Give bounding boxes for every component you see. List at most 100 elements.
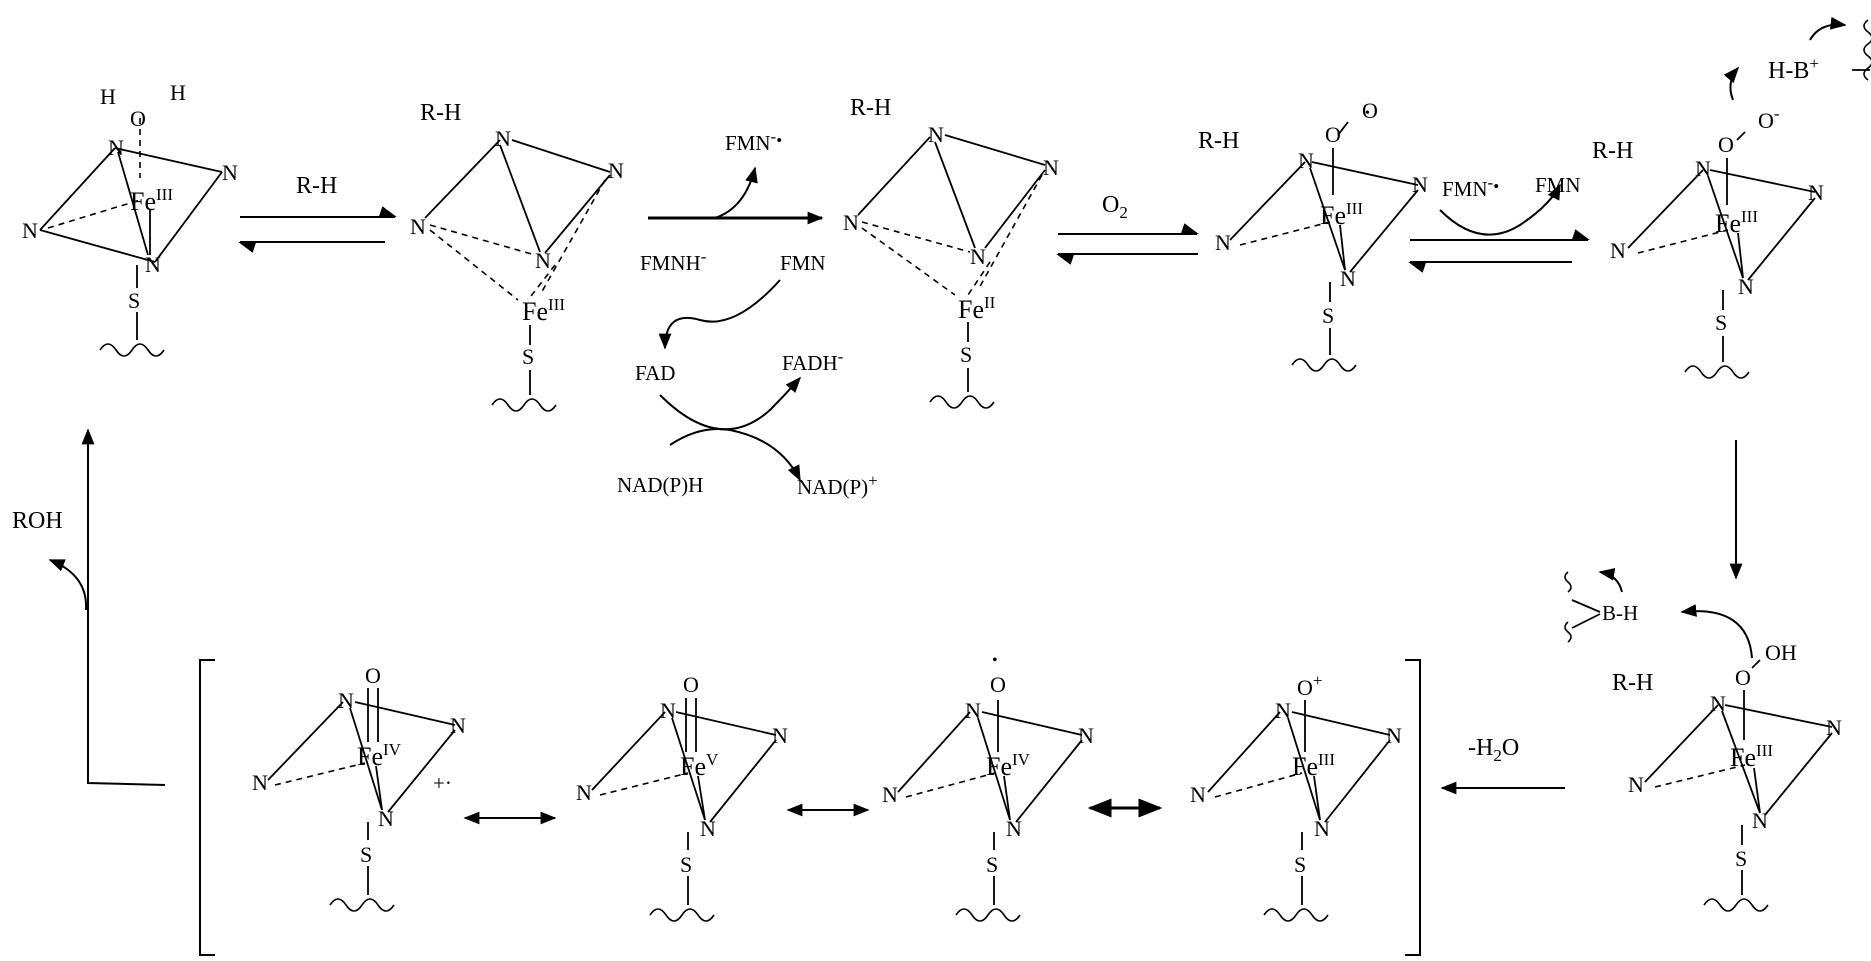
substrate-rh: R-H xyxy=(1592,138,1633,164)
heme-n: N xyxy=(882,782,898,807)
heme-n: N xyxy=(1078,723,1094,748)
substrate-label: R-H xyxy=(296,173,337,199)
heme-n: N xyxy=(660,698,676,723)
substrate-rh: R-H xyxy=(1198,128,1239,154)
heme-n: N xyxy=(252,770,268,795)
radical-dot: • xyxy=(992,652,998,669)
heme-n: N xyxy=(843,210,859,235)
distal-oxygen: O xyxy=(1362,98,1378,123)
heme-n: N xyxy=(1043,155,1059,180)
iron-atom: FeIII xyxy=(522,295,565,326)
heme-n: N xyxy=(608,158,624,183)
complex-substrate-bound-fe3: R-H N N N N FeIII S xyxy=(410,100,624,412)
complex-ferrous-fe2: R-H N N N N FeII S xyxy=(843,95,1059,409)
fad-label: FAD xyxy=(635,361,675,385)
cysteine-sulfur: S xyxy=(1735,846,1747,871)
cysteine-sulfur: S xyxy=(128,288,140,313)
iron-atom: FeIV xyxy=(357,740,402,771)
heme-n: N xyxy=(928,122,944,147)
distal-oxygen: O- xyxy=(1758,104,1780,133)
complex-ferric-superoxo: R-H • O O N N N N FeIII S xyxy=(1198,98,1428,372)
iron-atom: FeIII xyxy=(1320,199,1363,230)
oxo-oxygen: O xyxy=(683,672,699,697)
oxygen-binding-equilibrium: O2 xyxy=(1056,192,1199,265)
bracket-left xyxy=(199,659,215,956)
proximal-oxygen: O xyxy=(1325,122,1341,147)
base-label: B-H xyxy=(1602,601,1638,625)
substrate-binding-equilibrium: R-H xyxy=(238,173,397,253)
heme-n: N xyxy=(1386,723,1402,748)
iron-atom: FeIV xyxy=(986,750,1031,781)
heme-n: N xyxy=(1710,691,1726,716)
iron-atom: FeIII xyxy=(1715,207,1758,238)
heme-n: N xyxy=(1738,274,1754,299)
cysteine-sulfur: S xyxy=(1715,310,1727,335)
heme-n: N xyxy=(1412,172,1428,197)
cysteine-sulfur: S xyxy=(680,852,692,877)
heme-n: N xyxy=(772,723,788,748)
oxo-oxygen: O+ xyxy=(1297,671,1322,700)
heme-n: N xyxy=(108,135,124,160)
iron-atom: FeV xyxy=(680,750,719,781)
heme-n: N xyxy=(576,780,592,805)
heme-n: N xyxy=(1275,698,1291,723)
heme-n: N xyxy=(1826,715,1842,740)
fmn-label: FMN xyxy=(1535,173,1581,197)
heme-n: N xyxy=(970,244,986,269)
heme-n: N xyxy=(22,218,38,243)
second-electron-transfer: FMN-• FMN xyxy=(1408,173,1590,273)
proximal-oxygen: O xyxy=(1718,132,1734,157)
fmn-radical-label: FMN-• xyxy=(1442,173,1499,201)
radical-cation-label: +· xyxy=(433,771,452,795)
iron-atom: FeIII xyxy=(130,185,173,216)
heme-n: N xyxy=(535,248,551,273)
heme-n: N xyxy=(1190,782,1206,807)
fmnh-label: FMNH- xyxy=(640,247,707,275)
nadp-label: NAD(P)+ xyxy=(797,471,878,499)
heme-n: N xyxy=(450,713,466,738)
protonated-base: H-B+ xyxy=(1768,54,1819,84)
first-electron-transfer: FMN-• FMNH- FMN FAD FADH- NAD(P)H NAD(P)… xyxy=(617,127,878,499)
nadph-label: NAD(P)H xyxy=(617,473,703,497)
substrate-rh: R-H xyxy=(850,95,891,121)
complex-ferric-peroxo: R-H O- O N N N N FeIII S H-B+ xyxy=(1592,16,1871,379)
cysteine-sulfur: S xyxy=(986,852,998,877)
proximal-oxygen: O xyxy=(1735,665,1751,690)
complex-resting-water-bound: H H O N N N N FeIII S xyxy=(22,80,238,357)
compound-i-resonance-d: O+ N N N N FeIII S xyxy=(1190,671,1402,922)
oxo-oxygen: O xyxy=(365,663,381,688)
water-h-right: H xyxy=(170,80,186,105)
cysteine-sulfur: S xyxy=(1322,303,1334,328)
heme-n: N xyxy=(1298,148,1314,173)
cysteine-sulfur: S xyxy=(360,842,372,867)
heme-n: N xyxy=(1628,772,1644,797)
bracket-right xyxy=(1405,659,1421,956)
heme-n: N xyxy=(700,816,716,841)
cysteine-sulfur: S xyxy=(960,342,972,367)
heme-n: N xyxy=(222,160,238,185)
heme-n: N xyxy=(338,688,354,713)
fadh-label: FADH- xyxy=(782,347,844,375)
heme-n: N xyxy=(1215,230,1231,255)
product-release: ROH xyxy=(12,428,166,786)
water-oxygen: O xyxy=(130,106,146,131)
compound-i-resonance-b: O N N N N FeV S xyxy=(576,672,788,922)
compound-i-resonance-a: O N N N N FeIV +· S xyxy=(252,663,466,912)
water-loss-step: -H2O xyxy=(1440,735,1565,795)
heme-n: N xyxy=(1340,266,1356,291)
radical-dot: • xyxy=(1365,106,1370,121)
heme-n: N xyxy=(1695,156,1711,181)
substrate-rh: R-H xyxy=(1612,670,1653,696)
oxo-oxygen: O xyxy=(990,672,1006,697)
oxygen-label: O2 xyxy=(1102,192,1128,222)
product-label: ROH xyxy=(12,508,63,534)
compound-i-resonance-c: • O N N N N FeIV S xyxy=(882,652,1094,922)
substrate-rh: R-H xyxy=(420,100,461,126)
cysteine-sulfur: S xyxy=(1294,852,1306,877)
heme-n: N xyxy=(1006,816,1022,841)
complex-ferric-hydroperoxo: B-H R-H OH O N N N N FeIII S xyxy=(1564,568,1842,912)
iron-atom: FeII xyxy=(958,293,996,324)
heme-n: N xyxy=(1808,180,1824,205)
heme-n: N xyxy=(965,698,981,723)
